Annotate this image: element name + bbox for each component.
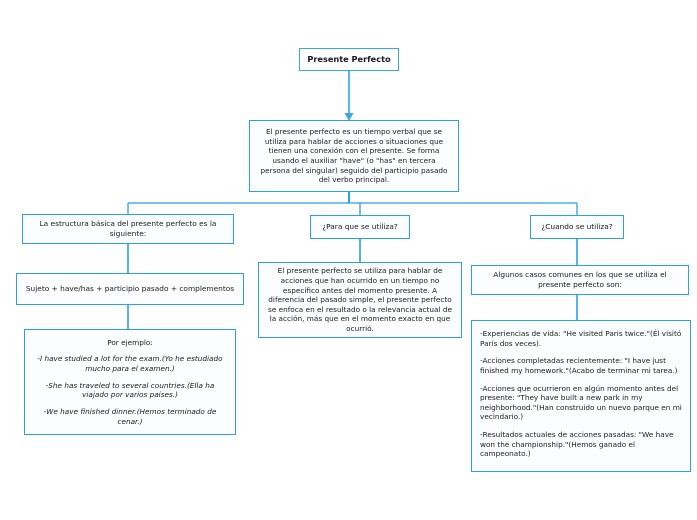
- branch-estructura-label: La estructura básica del presente perfec…: [39, 219, 217, 238]
- case-item: -Experiencias de vida: "He visited Paris…: [480, 329, 682, 348]
- definition-node[interactable]: El presente perfecto es un tiempo verbal…: [249, 120, 459, 192]
- case-item: -Resultados actuales de acciones pasadas…: [480, 430, 674, 459]
- example-item: -We have finished dinner.(Hemos terminad…: [43, 406, 217, 426]
- root-node-label: Presente Perfecto: [307, 54, 391, 65]
- branch-node-estructura[interactable]: La estructura básica del presente perfec…: [22, 214, 234, 244]
- usage-explanation-node[interactable]: El presente perfecto se utiliza para hab…: [258, 262, 462, 338]
- case-item: -Acciones completadas recientemente: "I …: [480, 356, 678, 375]
- example-item: -I have studied a lot for the exam.(Yo h…: [37, 354, 223, 374]
- cases-intro-text: Algunos casos comunes en los que se util…: [493, 270, 667, 289]
- usage-explanation-text: El presente perfecto se utiliza para hab…: [268, 266, 452, 334]
- root-node[interactable]: Presente Perfecto: [299, 48, 399, 71]
- formula-node[interactable]: Sujeto + have/has + participio pasado + …: [16, 273, 244, 305]
- branch-node-cuando[interactable]: ¿Cuando se utiliza?: [530, 215, 624, 239]
- definition-text: El presente perfecto es un tiempo verbal…: [260, 127, 448, 185]
- branch-para-que-label: ¿Para que se utiliza?: [322, 222, 398, 232]
- cases-intro-node[interactable]: Algunos casos comunes en los que se util…: [471, 265, 689, 295]
- cases-list-node[interactable]: -Experiencias de vida: "He visited Paris…: [471, 320, 691, 472]
- example-item: -She has traveled to several countries.(…: [45, 380, 215, 400]
- branch-cuando-label: ¿Cuando se utiliza?: [541, 222, 613, 232]
- examples-title: Por ejemplo:: [107, 337, 153, 347]
- case-item: -Acciones que ocurrieron en algún moment…: [480, 383, 682, 422]
- examples-node[interactable]: Por ejemplo: -I have studied a lot for t…: [24, 329, 236, 435]
- branch-node-para-que[interactable]: ¿Para que se utiliza?: [310, 215, 410, 239]
- formula-text: Sujeto + have/has + participio pasado + …: [25, 284, 235, 294]
